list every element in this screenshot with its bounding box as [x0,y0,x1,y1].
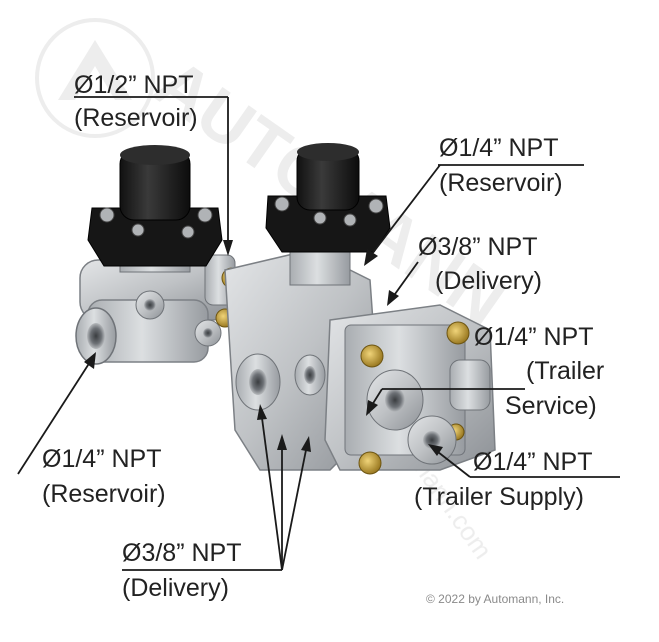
label-left-bottom-port: (Reservoir) [42,480,166,508]
label-top-right-port: (Reservoir) [439,169,563,197]
label-right-mid-port: (Delivery) [435,267,542,295]
leader-left-bottom [17,361,91,475]
label-bottom-delivery-size: Ø3/8” NPT [122,539,242,567]
leader-bottom-1 [261,417,283,571]
label-trailer-service-port-1: (Trailer [526,357,605,385]
leader-right-mid [394,261,419,295]
label-left-bottom-size: Ø1/4” NPT [42,445,162,473]
valve-body [75,143,496,475]
label-top-left-port: (Reservoir) [74,104,198,132]
label-trailer-service-port-2: Service) [505,392,597,420]
label-trailer-supply-port: (Trailer Supply) [414,483,584,511]
leader-top-right [371,164,441,255]
label-trailer-supply-size: Ø1/4” NPT [473,448,593,476]
label-top-left-size: Ø1/2” NPT [74,71,194,99]
leader-lines [17,96,620,571]
label-bottom-delivery-port: (Delivery) [122,574,229,602]
label-right-mid-size: Ø3/8” NPT [418,233,538,261]
copyright-text: © 2022 by Automann, Inc. [426,592,565,606]
leader-bottom-3 [281,449,307,571]
label-trailer-service-size: Ø1/4” NPT [474,323,594,351]
label-top-right-size: Ø1/4” NPT [439,134,559,162]
